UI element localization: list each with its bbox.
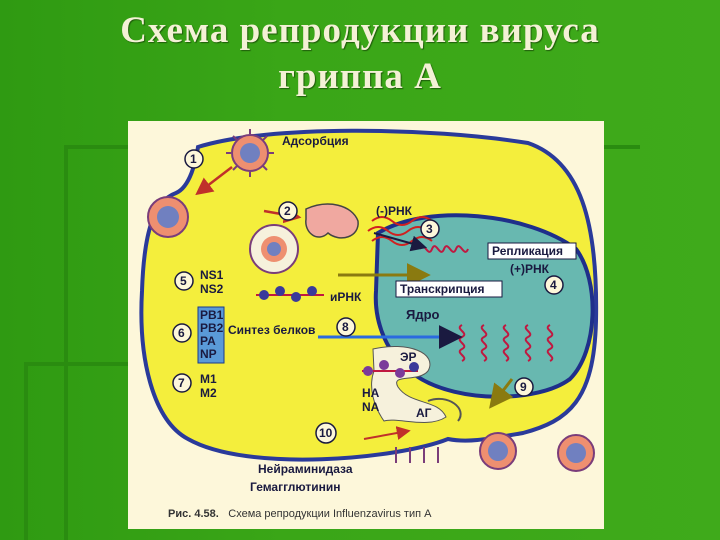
er [371, 345, 447, 423]
step-number: 3 [426, 222, 433, 236]
step-number: 9 [520, 380, 527, 394]
label-mrna: иРНК [330, 290, 362, 304]
step-number: 8 [342, 320, 349, 334]
arrow [489, 378, 514, 409]
rna-coil [419, 245, 469, 253]
virus-particle [226, 129, 274, 177]
label-hemagglutinin: Гемагглютинин [250, 480, 341, 494]
step-number: 2 [284, 204, 291, 218]
rna-strand [367, 226, 429, 236]
virus-particle [147, 196, 189, 238]
protein-pb2: PB2 [200, 321, 224, 335]
step-number: 7 [178, 376, 185, 390]
figure-caption: Рис. 4.58. Схема репродукции Influenzavi… [168, 504, 432, 521]
label-golgi: АГ [416, 406, 432, 420]
label-transcription: Транскрипция [400, 282, 485, 296]
step-number: 10 [319, 426, 333, 440]
label-box-transcription [395, 280, 503, 298]
label-minus-rna: (-)РНК [376, 204, 413, 218]
label-na: NA [362, 400, 380, 414]
endosome [249, 224, 299, 274]
label-neuraminidase: Нейраминидаза [258, 462, 353, 476]
step-number: 1 [190, 152, 197, 166]
arrow [363, 426, 411, 440]
protein-ns1: NS1 [200, 268, 224, 282]
step-badges [172, 149, 564, 444]
ribosome-chain [256, 286, 324, 302]
diagram-svg: Адсорбция (-)РНК Репликация (+)РНК Транс… [139, 128, 599, 521]
title-line-2: гриппа А [278, 56, 442, 97]
membrane-spikes [395, 447, 439, 463]
step-number: 4 [550, 278, 557, 292]
protein-m2: M2 [200, 386, 217, 400]
decor-bar [64, 145, 68, 540]
protein-pb1: PB1 [200, 308, 224, 322]
decor-bar [24, 362, 134, 366]
label-replication: Репликация [492, 244, 563, 258]
caption-text: Схема репродукции Influenzavirus тип А [228, 508, 432, 520]
ribosome-chain [362, 360, 419, 378]
label-ha: НА [362, 386, 380, 400]
title-line-1: Схема репродукции вируса [120, 10, 600, 51]
label-nucleus: Ядро [406, 307, 440, 322]
label-er: ЭР [400, 350, 417, 364]
rna-strand [371, 216, 433, 226]
protein-ns2: NS2 [200, 282, 224, 296]
protein-np: NP [200, 347, 217, 361]
golgi [427, 398, 462, 422]
label-adsorption: Адсорбция [282, 134, 349, 148]
step-number: 6 [178, 326, 185, 340]
label-plus-rna: (+)РНК [510, 262, 550, 276]
uncoating-particle [305, 203, 359, 239]
budding-virus [479, 432, 517, 470]
label-protein-synthesis: Синтез белков [228, 323, 315, 337]
caption-number: Рис. 4.58. [168, 508, 219, 520]
diagram-figure: Адсорбция (-)РНК Репликация (+)РНК Транс… [128, 121, 604, 529]
budding-virus [557, 434, 595, 472]
arrow [373, 232, 428, 252]
label-box-replication [487, 242, 577, 260]
protein-m1: M1 [200, 372, 217, 386]
protein-box [197, 306, 225, 364]
arrow [195, 166, 233, 196]
decor-bar [24, 362, 28, 540]
step-number: 5 [180, 274, 187, 288]
slide-title: Схема репродукции вируса гриппа А [0, 8, 720, 100]
protein-pa: PA [200, 334, 216, 348]
